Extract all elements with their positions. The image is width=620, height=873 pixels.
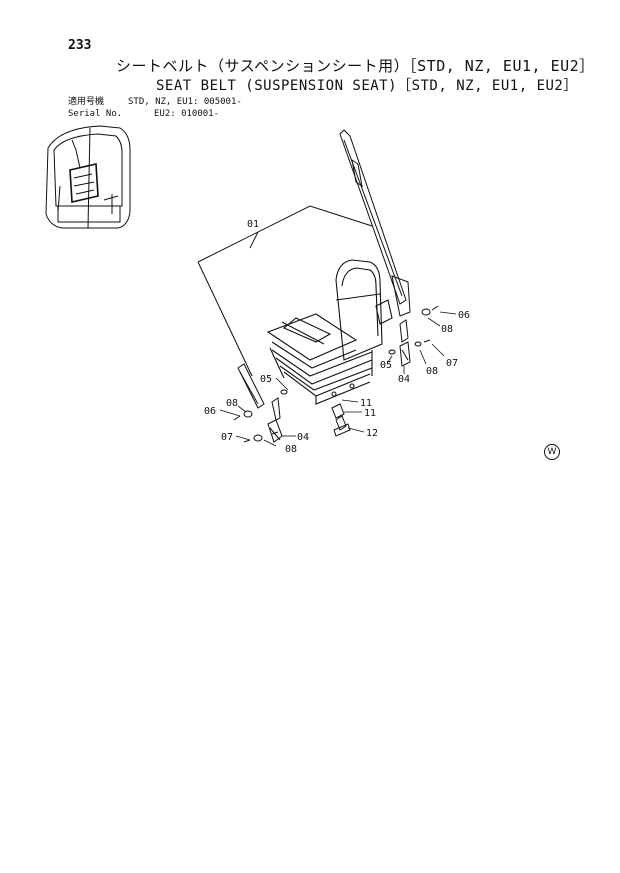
serial-label-jp: 適用号機 bbox=[68, 97, 105, 107]
serial-block: 適用号機 STD, NZ, EU1: 005001- Serial No. EU… bbox=[68, 96, 242, 120]
callout-05-right: 05 bbox=[380, 360, 392, 371]
leader-lines bbox=[219, 311, 457, 447]
suspension-seat bbox=[266, 259, 393, 405]
belt-guide-lines bbox=[197, 205, 373, 377]
callout-08-right-lower: 08 bbox=[426, 366, 438, 377]
title-english: SEAT BELT (SUSPENSION SEAT)［STD, NZ, EU1… bbox=[156, 78, 578, 94]
title-japanese: シートベルト（サスペンションシート用）［STD, NZ, EU1, EU2］ bbox=[116, 57, 595, 75]
callout-11-upper: 11 bbox=[360, 398, 372, 409]
bottom-bracket-parts bbox=[331, 403, 351, 437]
page-number: 233 bbox=[68, 38, 92, 53]
callout-06-right: 06 bbox=[458, 310, 470, 321]
right-buckle-assembly bbox=[388, 305, 439, 367]
cab-inset-illustration bbox=[45, 125, 131, 229]
callout-04-left: 04 bbox=[297, 432, 309, 443]
serial-row-1: 適用号機 STD, NZ, EU1: 005001- bbox=[68, 96, 242, 108]
right-belt-strap bbox=[339, 129, 411, 317]
callout-01: 01 bbox=[247, 219, 259, 230]
callout-04-right: 04 bbox=[398, 374, 410, 385]
callout-12: 12 bbox=[366, 428, 378, 439]
callout-11-lower: 11 bbox=[364, 408, 376, 419]
serial-row-2: Serial No. EU2: 010001- bbox=[68, 108, 242, 120]
callout-06-left: 06 bbox=[204, 406, 216, 417]
callout-07-right: 07 bbox=[446, 358, 458, 369]
callout-07-left: 07 bbox=[221, 432, 233, 443]
callout-08-left-lower: 08 bbox=[285, 444, 297, 455]
callout-05-left: 05 bbox=[260, 374, 272, 385]
callout-08-right-upper: 08 bbox=[441, 324, 453, 335]
circled-w-mark: W bbox=[544, 444, 560, 460]
serial-label-en: Serial No. bbox=[68, 109, 123, 119]
serial-value-1: STD, NZ, EU1: 005001- bbox=[128, 97, 242, 107]
callout-numbers: 01 06 08 07 08 04 05 05 08 06 07 04 08 1… bbox=[204, 219, 470, 455]
callout-08-left-upper: 08 bbox=[226, 398, 238, 409]
serial-value-2: EU2: 010001- bbox=[154, 109, 220, 119]
